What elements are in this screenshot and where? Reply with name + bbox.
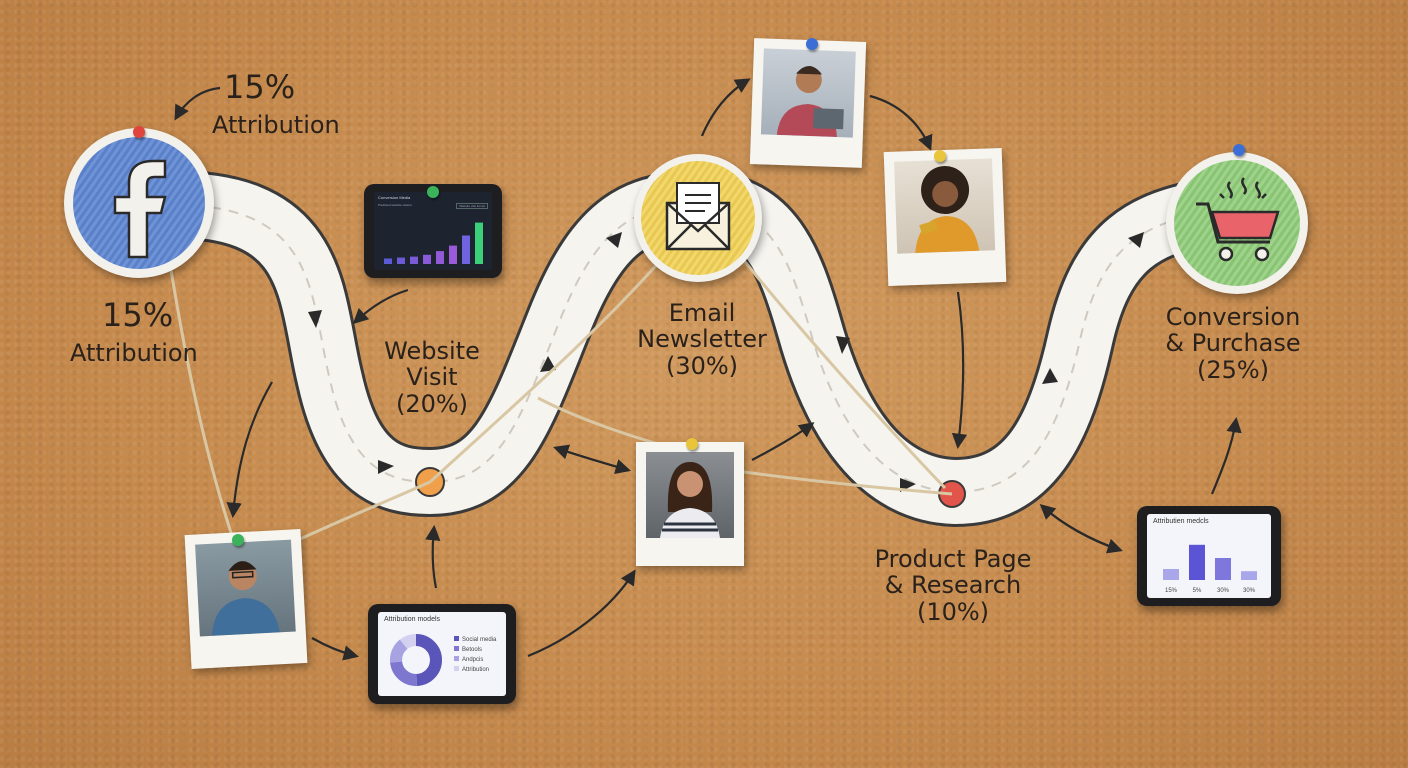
right-tablet-bars: 15% 5% 30% 30% — [1163, 544, 1257, 594]
tablet-bar-chart-top: Conversion Media Predicted website visit… — [364, 184, 502, 278]
tick-label: 15% — [1165, 588, 1178, 594]
product-line1: Product Page — [874, 545, 1032, 573]
bar — [1163, 569, 1179, 580]
conversion-line1: Conversion — [1165, 303, 1301, 331]
journey-path-centerline — [174, 203, 1241, 494]
bar — [436, 251, 444, 264]
tablet-bar-chart-right: Attributien medcls 15% 5% 30% 30% — [1137, 506, 1281, 606]
photo-man-laptop — [760, 48, 856, 138]
photo-woman-center — [646, 452, 734, 538]
legend-item: Andpcis — [462, 657, 484, 663]
email-line2: Newsletter — [637, 325, 767, 354]
email-pct: (30%) — [665, 351, 739, 380]
cart-node — [1166, 152, 1308, 294]
email-newsletter-label: Email Newsletter (30%) — [624, 299, 780, 380]
conversion-label: Conversion & Purchase (25%) — [1148, 303, 1318, 384]
bar — [423, 254, 431, 264]
social-top-attribution: Attribution — [212, 111, 340, 139]
conversion-line2: & Purchase — [1165, 329, 1301, 358]
donut-chart — [390, 634, 442, 686]
bar — [449, 245, 457, 264]
legend-item: Social media — [462, 637, 497, 643]
blue-pin — [1233, 144, 1245, 156]
donut-legend: Social media Betools Andpcis Attribution — [454, 636, 496, 676]
email-line1: Email — [668, 299, 736, 327]
bar — [1241, 571, 1257, 580]
bar — [1215, 558, 1231, 580]
legend-item: Attribution — [462, 667, 490, 673]
email-node — [634, 154, 762, 282]
website-visit-label: Website Visit (20%) — [364, 337, 500, 418]
tablet-top-subtitle: Predicted website visitors — [378, 203, 412, 207]
legend-item: Betools — [462, 647, 483, 653]
bar — [384, 258, 392, 264]
bar — [475, 222, 483, 264]
right-tablet-title: Attributien medcls — [1153, 518, 1209, 525]
red-pin — [133, 126, 145, 138]
tick-label: 30% — [1243, 588, 1256, 594]
polaroid-woman-card — [883, 147, 1007, 287]
bar — [462, 235, 470, 264]
blue-pin — [806, 38, 818, 50]
photo-man-bottom — [195, 539, 296, 637]
tablet-top-bars — [384, 222, 483, 264]
conversion-pct: (25%) — [1196, 355, 1270, 384]
shopping-cart-icon — [1196, 177, 1280, 262]
bar — [410, 256, 418, 264]
website-line2: Visit — [406, 363, 458, 392]
sketch-arrows — [174, 78, 1242, 661]
photo-woman-card — [894, 158, 996, 254]
bar — [1189, 544, 1205, 580]
product-line2: & Research — [884, 571, 1022, 600]
polaroid-man-bottom — [184, 529, 308, 669]
social-attribution: Attribution — [70, 339, 198, 367]
social-top-pct: 15% — [224, 68, 296, 106]
facebook-node — [64, 128, 214, 278]
tick-label: 5% — [1193, 588, 1202, 594]
product-pct: (10%) — [916, 597, 990, 626]
donut-title: Attribution models — [384, 616, 441, 623]
polaroid-man-laptop — [749, 38, 867, 168]
path-direction-arrows — [308, 232, 1144, 492]
bar — [397, 257, 405, 264]
polaroid-woman-center — [636, 442, 744, 566]
tablet-donut-chart: Attribution models Social media Betools … — [368, 604, 516, 704]
green-pin — [427, 186, 439, 198]
website-line1: Website — [384, 337, 480, 365]
tablet-top-badge: Website visit funnel — [456, 203, 488, 209]
product-page-label: Product Page & Research (10%) — [856, 545, 1050, 626]
social-pct: 15% — [102, 296, 174, 334]
yellow-pin — [686, 438, 698, 450]
facebook-icon — [73, 137, 205, 269]
tablet-top-title: Conversion Media — [378, 195, 411, 200]
yellow-pin — [934, 150, 946, 162]
tick-label: 30% — [1217, 588, 1230, 594]
envelope-icon — [665, 182, 731, 251]
website-pct: (20%) — [395, 389, 469, 418]
green-pin — [232, 534, 244, 546]
